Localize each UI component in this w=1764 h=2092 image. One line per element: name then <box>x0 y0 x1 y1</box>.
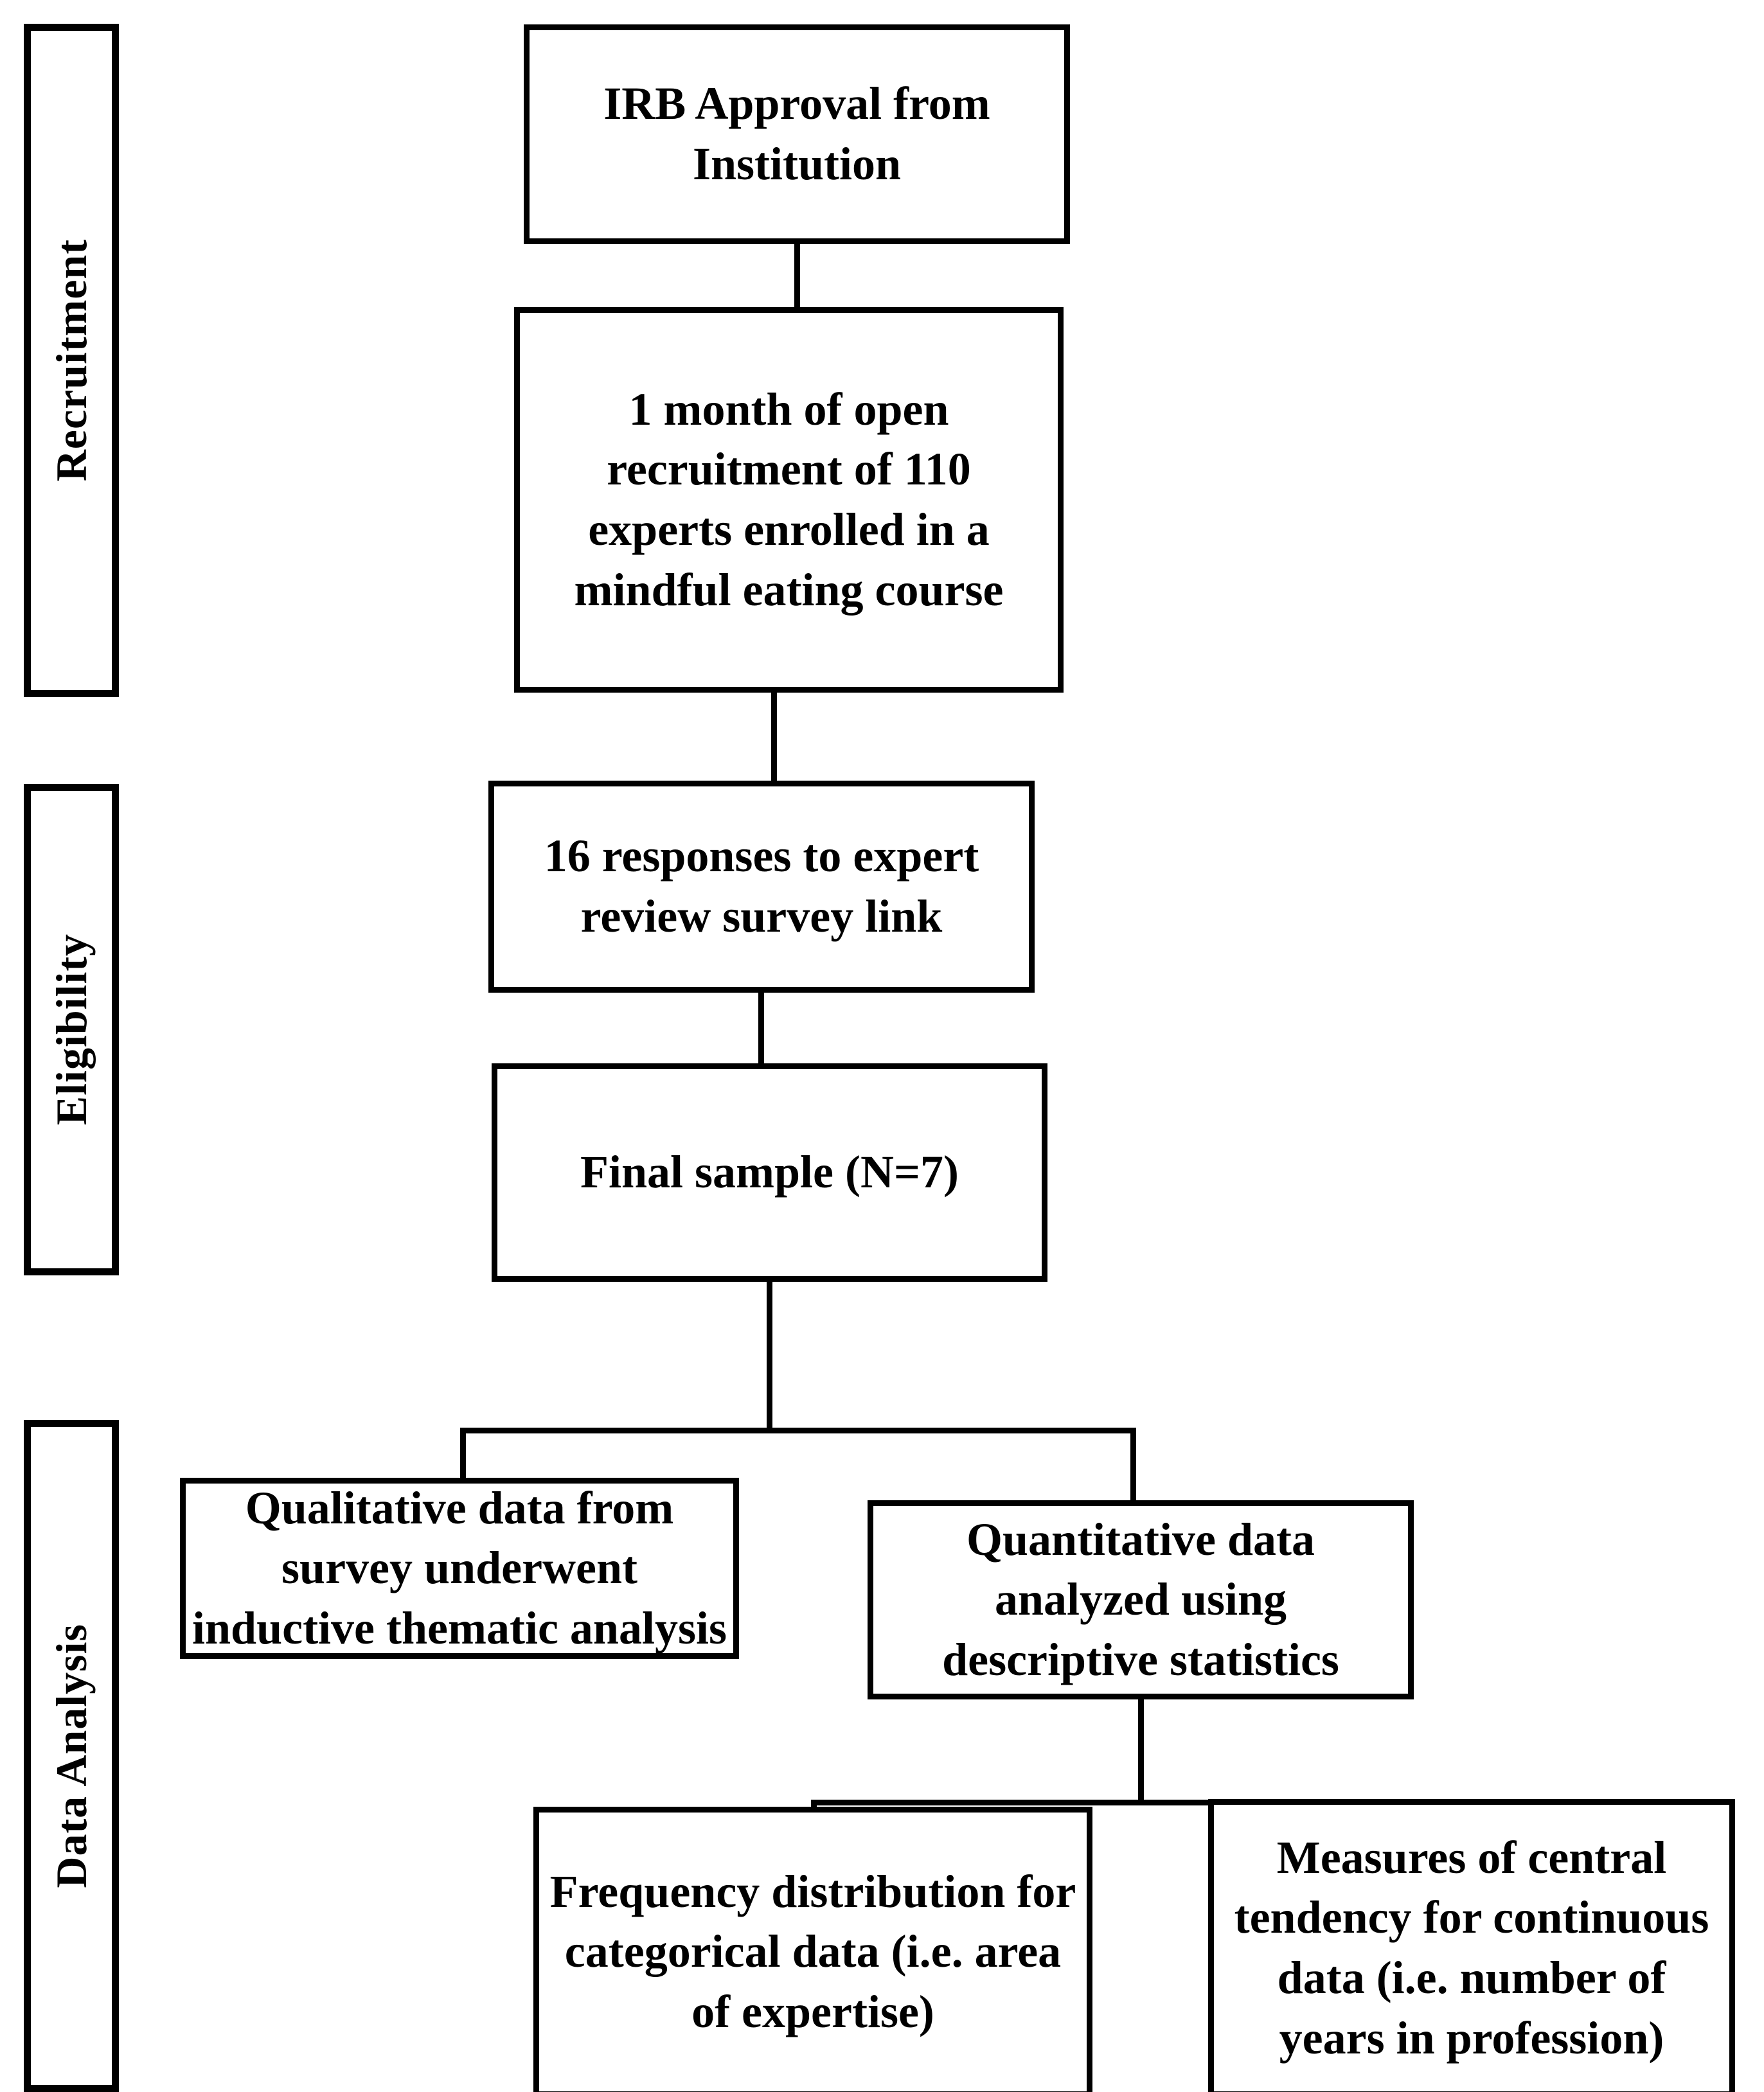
node-frequency-distribution: Frequency distribution for categorical d… <box>533 1807 1092 2092</box>
phase-rail-recruitment: Recruitment <box>24 24 119 697</box>
phase-label-recruitment: Recruitment <box>47 239 96 482</box>
node-final-sample-text: Final sample (N=7) <box>580 1146 959 1198</box>
node-irb-approval: IRB Approval from Institution <box>524 24 1070 244</box>
phase-rail-data-analysis: Data Analysis <box>24 1420 119 2092</box>
connector-drop-qualitative <box>460 1428 466 1483</box>
node-open-recruitment: 1 month of open recruitment of 110 exper… <box>514 307 1064 693</box>
node-qualitative-analysis: Qualitative data from survey underwent i… <box>180 1478 739 1659</box>
node-quantitative-analysis-text: Quantitative data analyzed using descrip… <box>942 1513 1339 1685</box>
connector-drop-quantitative <box>1130 1428 1136 1505</box>
node-final-sample: Final sample (N=7) <box>492 1063 1047 1282</box>
connector-split-bar-analysis <box>460 1428 1136 1433</box>
connector-split-bar-quant <box>811 1800 1481 1805</box>
connector-quantitative-stem <box>1138 1695 1144 1804</box>
node-central-tendency: Measures of central tendency for continu… <box>1208 1799 1735 2092</box>
node-survey-responses-text: 16 responses to expert review survey lin… <box>544 830 979 942</box>
node-frequency-distribution-text: Frequency distribution for categorical d… <box>549 1865 1076 2037</box>
node-central-tendency-text: Measures of central tendency for continu… <box>1234 1831 1709 2064</box>
phase-label-eligibility: Eligibility <box>47 934 96 1126</box>
node-irb-approval-text: IRB Approval from Institution <box>603 78 990 190</box>
connector-irb-to-recruitment <box>794 239 800 312</box>
node-open-recruitment-text: 1 month of open recruitment of 110 exper… <box>574 383 1004 616</box>
phase-rail-eligibility: Eligibility <box>24 784 119 1275</box>
phase-label-data-analysis: Data Analysis <box>47 1624 96 1888</box>
connector-recruitment-to-responses <box>771 687 777 787</box>
connector-responses-to-final-sample <box>758 988 764 1068</box>
connector-final-sample-stem <box>767 1277 772 1433</box>
node-quantitative-analysis: Quantitative data analyzed using descrip… <box>868 1500 1414 1699</box>
node-qualitative-analysis-text: Qualitative data from survey underwent i… <box>192 1482 727 1654</box>
node-survey-responses: 16 responses to expert review survey lin… <box>488 781 1035 993</box>
